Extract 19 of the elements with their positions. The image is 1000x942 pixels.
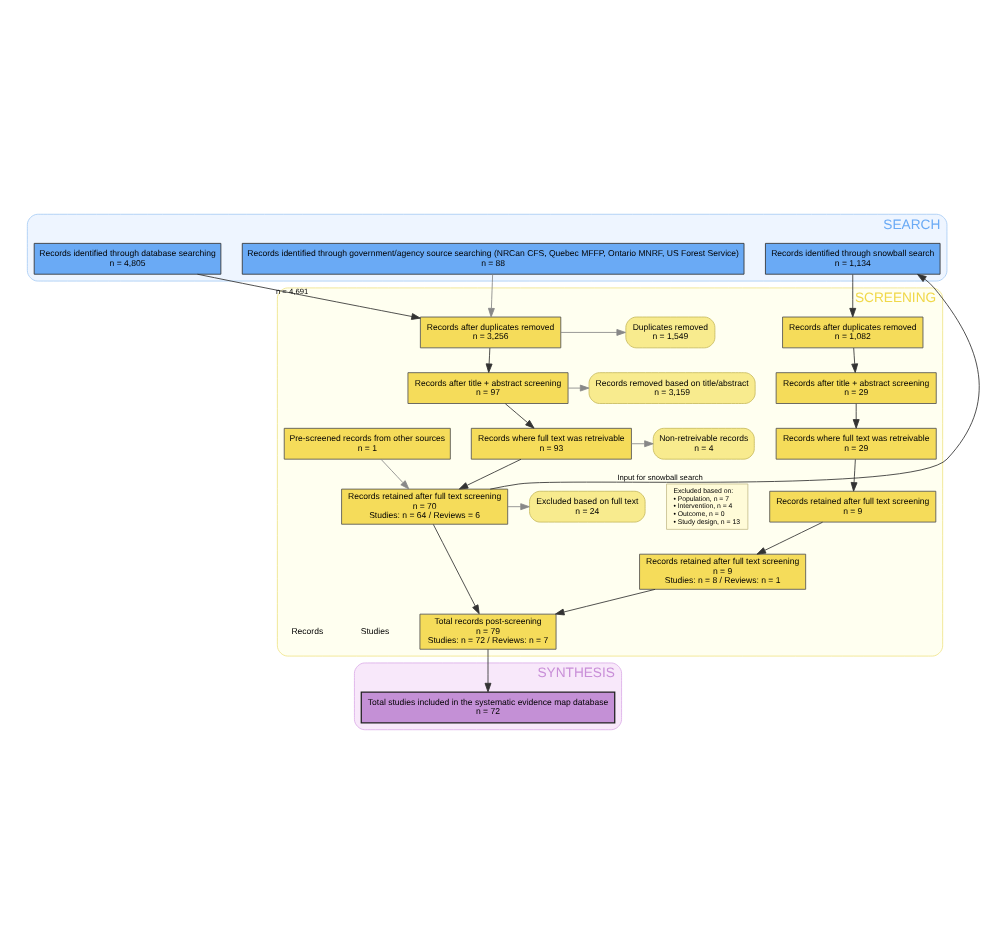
arrow bbox=[485, 346, 493, 372]
arrow bbox=[504, 402, 535, 428]
arrow bbox=[484, 647, 492, 692]
arrow bbox=[756, 520, 823, 554]
arrow bbox=[849, 273, 857, 317]
arrow bbox=[555, 587, 656, 615]
arrow bbox=[851, 346, 859, 372]
arrow bbox=[567, 383, 590, 391]
arrow bbox=[489, 272, 980, 489]
arrow bbox=[458, 457, 522, 489]
arrow bbox=[631, 439, 654, 447]
arrow bbox=[432, 523, 480, 614]
arrow bbox=[850, 458, 858, 491]
arrow bbox=[507, 502, 530, 510]
arrow bbox=[380, 458, 410, 489]
arrow bbox=[560, 328, 626, 335]
arrow bbox=[488, 273, 495, 317]
arrow bbox=[852, 402, 860, 428]
arrow bbox=[197, 272, 421, 319]
